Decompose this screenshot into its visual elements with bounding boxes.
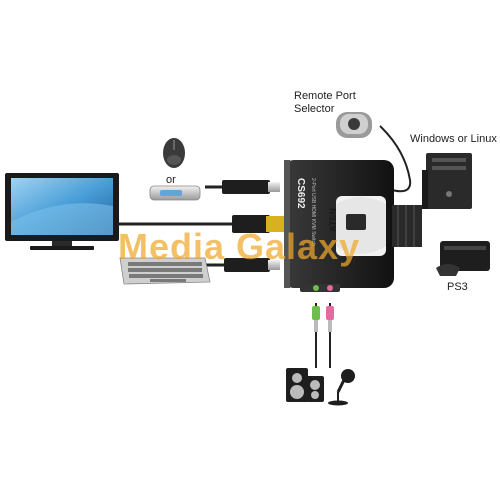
pink-audio-plug [326, 306, 334, 332]
watermark-text: Media Galaxy [118, 226, 361, 267]
usb-connector-bottom [224, 258, 280, 272]
computer-tower-icon [422, 153, 472, 209]
remote-port-selector-label: Remote Port Selector [294, 90, 356, 115]
keyboard-icon [119, 257, 211, 285]
ps3-icon [436, 241, 490, 276]
ps3-label: PS3 [447, 281, 468, 293]
monitor-icon [5, 173, 119, 250]
operating-systems-label: Windows or Linux [410, 133, 497, 145]
green-audio-plug [312, 306, 320, 332]
usb-connector-top [222, 180, 280, 194]
speakers-icon [286, 368, 324, 402]
hdmi-connector [232, 215, 284, 233]
kvm-switch-device [284, 160, 422, 292]
remote-port-selector-icon [336, 112, 372, 138]
mouse-icon [163, 138, 185, 168]
device-tagline: 2-Port USB HDMI KVM Switch [310, 178, 316, 246]
or-label: or [166, 174, 176, 186]
device-model: CS692 [295, 178, 306, 209]
device-brand: ATEN [328, 208, 338, 232]
microphone-icon [328, 369, 355, 406]
usb-dongle-icon [149, 185, 201, 201]
